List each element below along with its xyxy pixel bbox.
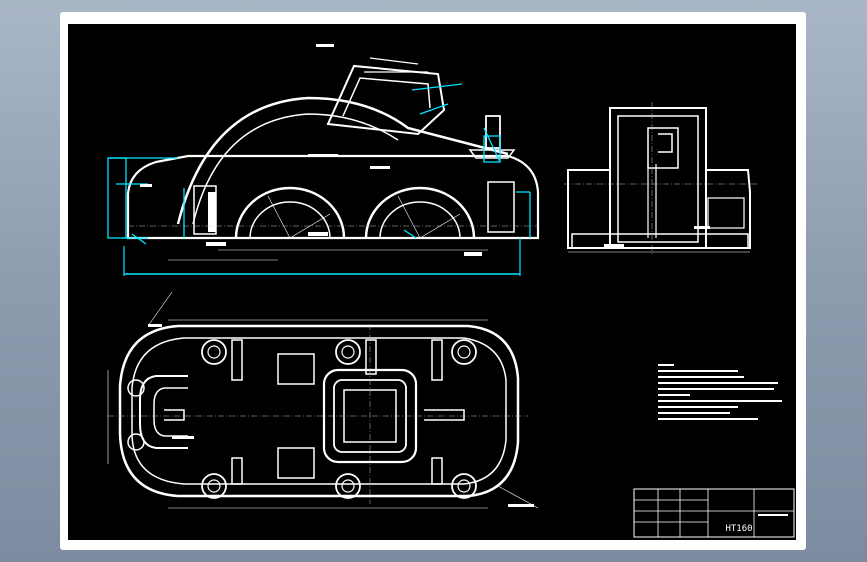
side-view [564,102,758,254]
part-number: HT160 [725,524,753,534]
top-view [107,291,539,509]
front-view [107,44,540,276]
title-block [633,488,795,538]
cad-drawing-area[interactable]: HT160 ✓ [68,24,796,540]
cad-drawing-svg [107,44,795,538]
technical-notes [658,364,782,420]
